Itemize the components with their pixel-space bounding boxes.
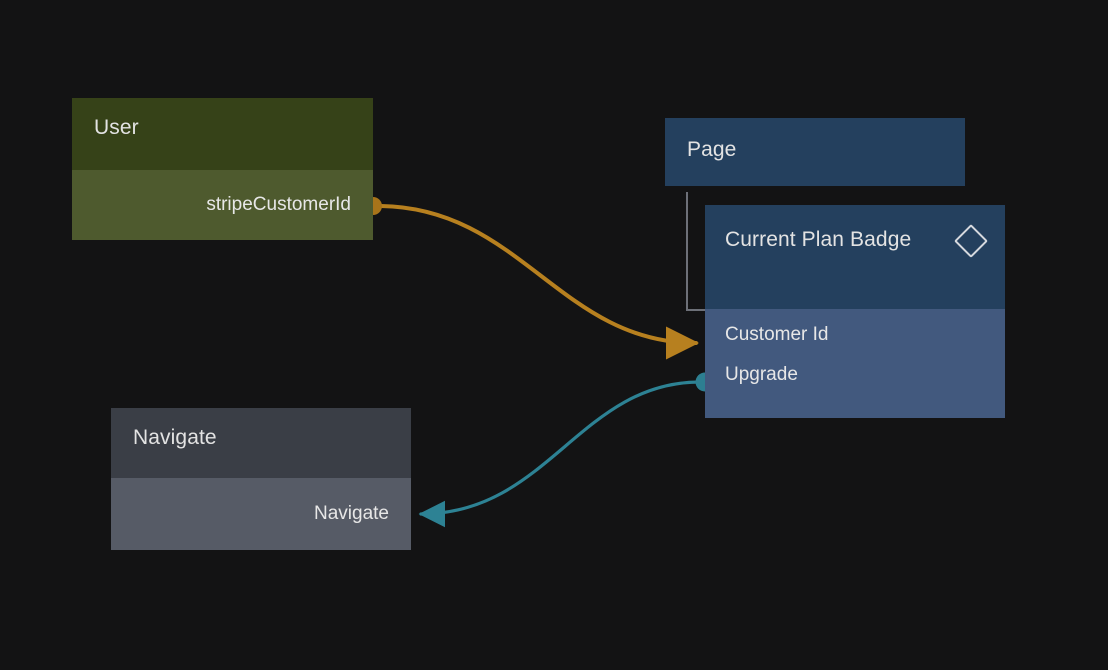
node-navigate-header: Navigate [111, 408, 411, 478]
node-navigate[interactable]: Navigate Navigate [111, 408, 411, 550]
edge-upgrade-to-navigate [418, 380, 702, 528]
port-upgrade[interactable]: Upgrade [705, 355, 1005, 395]
node-current-plan-badge-title: Current Plan Badge [725, 228, 912, 251]
node-page-title: Page [687, 138, 737, 161]
node-user-body: stripeCustomerId [72, 170, 373, 240]
parent-child-bracket [686, 192, 708, 311]
node-navigate-body: Navigate [111, 478, 411, 550]
port-customer-id[interactable]: Customer Id [705, 315, 1005, 355]
port-upgrade-label: Upgrade [725, 364, 798, 385]
node-current-plan-badge[interactable]: Current Plan Badge Customer Id Upgrade [705, 205, 1005, 418]
port-customer-id-label: Customer Id [725, 324, 829, 345]
port-navigate[interactable]: Navigate [111, 478, 411, 550]
port-stripe-customer-id-label: stripeCustomerId [206, 194, 351, 215]
node-navigate-title: Navigate [133, 426, 217, 449]
node-page[interactable]: Page [665, 118, 965, 186]
node-user[interactable]: User stripeCustomerId [72, 98, 373, 240]
node-current-plan-badge-body: Customer Id Upgrade [705, 309, 1005, 418]
port-stripe-customer-id[interactable]: stripeCustomerId [72, 170, 373, 240]
edge-user-to-customer-id [376, 204, 699, 360]
port-navigate-label: Navigate [314, 503, 389, 524]
node-page-header: Page [665, 118, 965, 186]
node-user-header: User [72, 98, 373, 170]
diamond-icon [954, 224, 988, 258]
node-user-title: User [94, 116, 139, 139]
node-current-plan-badge-header: Current Plan Badge [705, 205, 1005, 309]
